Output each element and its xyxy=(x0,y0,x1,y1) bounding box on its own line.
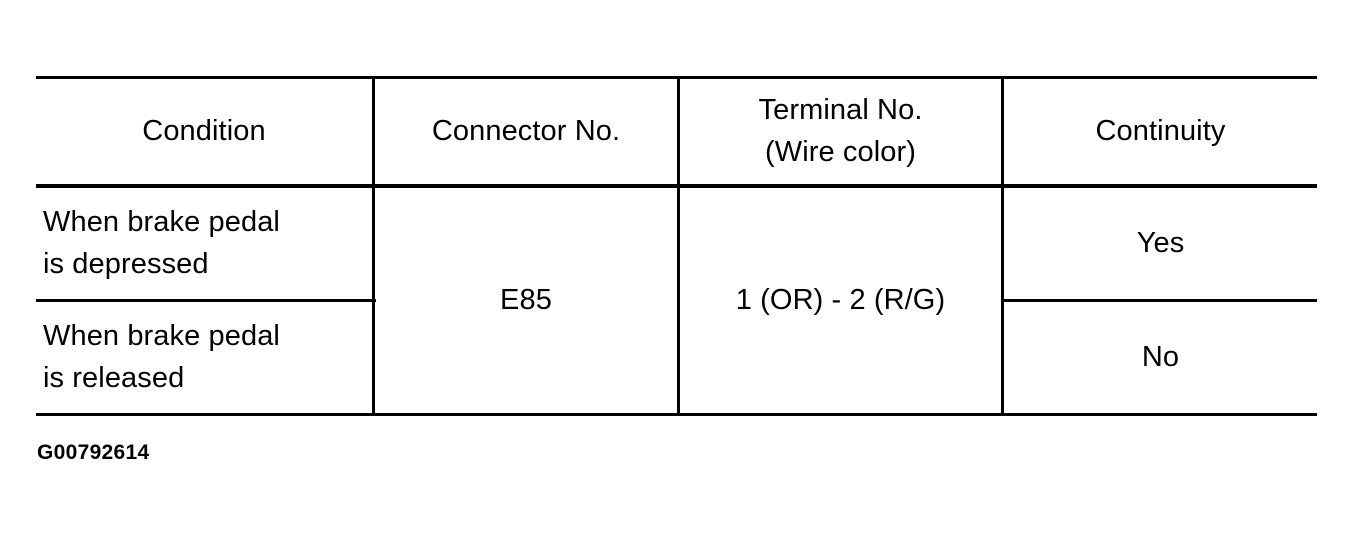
table-top-border xyxy=(36,76,1317,79)
figure-reference-code: G00792614 xyxy=(37,441,150,464)
row-divider-condition xyxy=(36,299,376,302)
column-divider-condition-connector xyxy=(372,76,375,416)
column-header-terminal-no: Terminal No. (Wire color) xyxy=(758,94,923,168)
table-row-1-condition: When brake pedal is depressed xyxy=(43,206,280,280)
table-row-1-continuity: Yes xyxy=(1136,226,1185,259)
continuity-inspection-table: Condition Connector No. Terminal No. (Wi… xyxy=(36,76,1317,416)
column-header-connector-no: Connector No. xyxy=(431,114,621,147)
column-divider-terminal-continuity xyxy=(1001,76,1004,416)
table-header-divider xyxy=(36,184,1317,188)
table-row-2-continuity: No xyxy=(1141,340,1180,373)
table-row-2-condition: When brake pedal is released xyxy=(43,320,280,394)
table-merged-connector-no: E85 xyxy=(500,283,552,316)
column-header-continuity: Continuity xyxy=(1095,114,1226,147)
column-header-condition: Condition xyxy=(142,114,266,147)
row-divider-continuity xyxy=(1001,299,1317,302)
table-bottom-border xyxy=(36,413,1317,416)
column-divider-connector-terminal xyxy=(677,76,680,416)
table-merged-terminal-no: 1 (OR) - 2 (R/G) xyxy=(735,283,946,316)
